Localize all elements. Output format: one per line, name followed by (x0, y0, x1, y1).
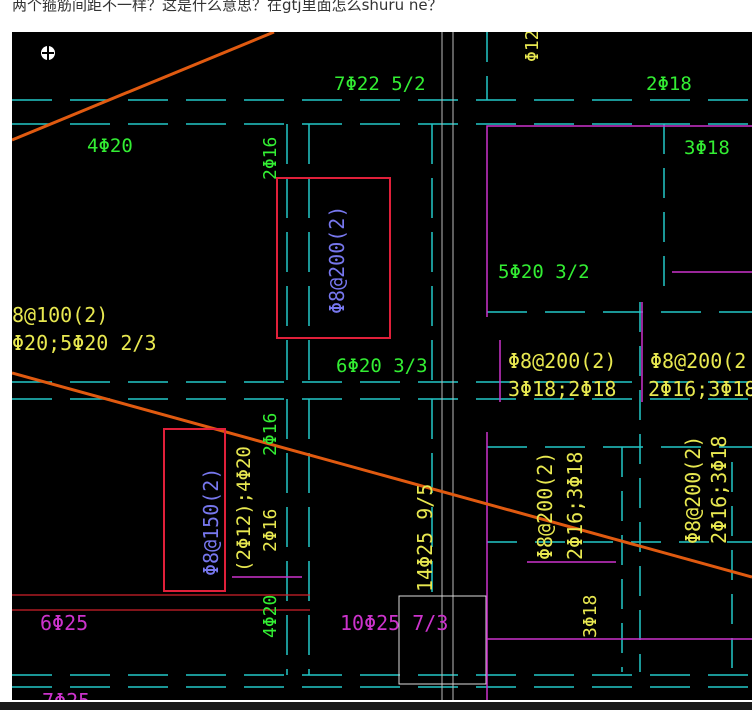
cad-drawing-image: Φ12 7Φ22 5/2 2Φ18 4Φ20 2Φ16 Φ8@200(2) 3Φ… (12, 32, 752, 700)
label-14d25: 14Φ25 9/5 (413, 484, 437, 592)
rebar-lines (12, 594, 310, 611)
label-stirrup-200: Φ8@200(2) (325, 206, 349, 314)
label-left-stirrup: 8@100(2) (12, 303, 108, 327)
highlight-box-150 (163, 428, 226, 592)
label-3d18-v: 3Φ18 (580, 595, 601, 638)
cad-canvas: Φ12 7Φ22 5/2 2Φ18 4Φ20 2Φ16 Φ8@200(2) 3Φ… (12, 32, 752, 700)
label-v-bars-a: 2Φ16;3Φ18 (563, 452, 587, 560)
label-4d20: 4Φ20 (87, 135, 133, 157)
label-2d16-v3: 2Φ16 (260, 509, 281, 552)
highlight-boxes (163, 177, 391, 592)
label-right-stirrup: Φ8@200(2 (650, 349, 746, 373)
highlight-box-200 (276, 177, 391, 339)
label-v-bars-b: 2Φ16;3Φ18 (707, 436, 731, 544)
label-v-stirrup-b: Φ8@200(2) (681, 436, 705, 544)
label-mid-stirrup: Φ8@200(2) (508, 349, 616, 373)
column-outlines (232, 125, 752, 700)
label-top-12: Φ12 (522, 32, 543, 62)
label-6d25: 6Φ25 (40, 611, 88, 635)
beam-lines (12, 32, 752, 688)
label-2d18-top: 2Φ18 (646, 73, 692, 95)
label-stirrup-150: Φ8@150(2) (199, 468, 223, 576)
label-4d20-v: 4Φ20 (260, 595, 281, 638)
label-2d12-4d20: (2Φ12);4Φ20 (233, 446, 255, 572)
label-mid-bars: 3Φ18;2Φ18 (508, 377, 616, 401)
axis-lines (398, 32, 487, 700)
label-5d20: 5Φ20 3/2 (498, 261, 590, 283)
label-left-bars: Φ20;5Φ20 2/3 (12, 331, 157, 355)
question-text: 两个箍筋间距不一样？这是什么意思？在gtj里面怎么shuru ne？ (12, 0, 443, 14)
label-v-stirrup-a: Φ8@200(2) (533, 452, 557, 560)
label-10d25: 10Φ25 7/3 (340, 611, 448, 635)
cad-origin-icon (41, 46, 55, 60)
label-6d20: 6Φ20 3/3 (336, 355, 428, 377)
label-7d22: 7Φ22 5/2 (334, 73, 426, 95)
section-lines (12, 32, 752, 579)
label-bottom-7d25: 7Φ25 (42, 689, 90, 700)
bottom-border (0, 702, 752, 710)
label-2d16-v2: 2Φ16 (260, 413, 281, 456)
label-2d16-v1: 2Φ16 (260, 137, 281, 180)
label-right-bars: 2Φ16;3Φ18 (648, 377, 752, 401)
label-3d18: 3Φ18 (684, 137, 730, 159)
